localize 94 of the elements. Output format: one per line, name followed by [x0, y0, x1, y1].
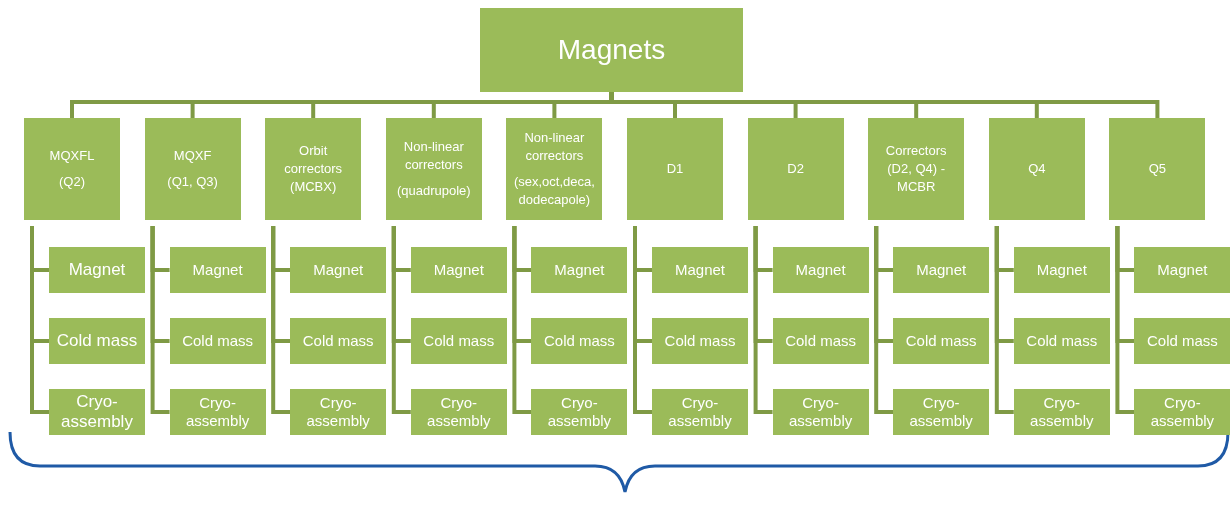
node-label: Cold mass: [1026, 332, 1098, 350]
item-box: [1013, 247, 1110, 293]
node-label: Non-linear correctors: [523, 129, 586, 165]
item-box: [49, 318, 145, 364]
node-label: Cold mass: [423, 332, 495, 350]
node-label: D1: [666, 160, 684, 178]
node-label: Cryo-assembly: [787, 394, 854, 430]
node-label: MQXFL: [49, 147, 95, 165]
item-box: [1134, 318, 1230, 364]
item-box: [652, 247, 748, 293]
item-box: [49, 389, 145, 435]
item-box: [290, 318, 387, 364]
node-label: Orbit correctors (MCBX): [283, 142, 344, 196]
node-label: Cold mass: [302, 332, 374, 350]
node-label: Correctors (D2, Q4) - MCBR: [884, 142, 948, 196]
node-label: Magnets: [557, 33, 666, 67]
node-label: D2: [787, 160, 804, 178]
node-label: (quadrupole): [396, 182, 471, 200]
item-box: [531, 389, 628, 435]
connector-line: [391, 226, 411, 414]
category-box: [747, 118, 844, 220]
item-box: [410, 247, 507, 293]
node-label: Cryo-assembly: [305, 394, 371, 430]
node-label: (sex,oct,deca, dodecapole): [512, 173, 596, 209]
node-label: Cold mass: [56, 331, 138, 351]
node-label: Magnet: [68, 260, 126, 280]
node-label: Magnet: [192, 261, 243, 279]
category-box: [868, 118, 965, 220]
node-label: (Q1, Q3): [167, 173, 218, 191]
node-label: Cold mass: [182, 332, 253, 350]
item-box: [169, 247, 266, 293]
node-label: Cold mass: [785, 332, 856, 350]
node-label: Cryo-assembly: [426, 394, 492, 430]
item-box: [169, 389, 266, 435]
item-box: [772, 318, 869, 364]
node-label: Magnet: [674, 261, 725, 279]
item-box: [893, 247, 990, 293]
node-label: Q5: [1148, 160, 1167, 178]
node-label: Cryo-assembly: [546, 394, 613, 430]
node-label: Magnet: [433, 261, 484, 279]
node-label: Non-linear correctors: [402, 138, 465, 174]
item-box: [1134, 389, 1230, 435]
node-label: (Q2): [59, 173, 85, 191]
category-box: [1109, 118, 1206, 220]
item-box: [893, 389, 990, 435]
connector-line: [753, 226, 773, 414]
item-box: [652, 318, 748, 364]
node-label: Cryo-assembly: [908, 394, 974, 430]
node-label: Cryo-assembly: [1029, 394, 1095, 430]
item-box: [531, 247, 628, 293]
item-box: [290, 247, 387, 293]
node-label: MQXF: [173, 147, 212, 165]
item-box: [1134, 247, 1230, 293]
node-label: Cold mass: [543, 332, 615, 350]
root-box: [480, 8, 743, 92]
node-label: Cryo-assembly: [60, 392, 134, 432]
connector-line: [150, 226, 170, 414]
node-label: Magnet: [554, 261, 605, 279]
node-label: Cryo-assembly: [1149, 394, 1216, 430]
node-label: Cold mass: [664, 332, 736, 350]
category-box: [385, 118, 482, 220]
connector-line: [874, 226, 894, 414]
category-box: [627, 118, 723, 220]
node-label: Magnet: [795, 261, 846, 279]
node-label: Cold mass: [1146, 332, 1218, 350]
category-box: [265, 118, 362, 220]
item-box: [531, 318, 628, 364]
connector-line: [271, 226, 291, 414]
category-box: [506, 118, 603, 220]
item-box: [772, 389, 869, 435]
category-box: [24, 118, 120, 220]
item-box: [49, 247, 145, 293]
category-box: [144, 118, 241, 220]
item-box: [652, 389, 748, 435]
node-label: Cryo-assembly: [667, 394, 733, 430]
item-box: [772, 247, 869, 293]
item-box: [169, 318, 266, 364]
connector-line: [512, 226, 532, 414]
item-box: [1013, 318, 1110, 364]
node-label: Magnet: [916, 261, 967, 279]
node-label: Q4: [1028, 160, 1046, 178]
connector-line: [994, 226, 1014, 414]
node-label: Cryo-assembly: [184, 394, 251, 430]
node-label: Magnet: [1036, 261, 1087, 279]
category-box: [988, 118, 1085, 220]
node-label: Cold mass: [905, 332, 977, 350]
item-box: [1013, 389, 1110, 435]
connector-line: [1115, 226, 1135, 414]
item-box: [410, 318, 507, 364]
item-box: [290, 389, 387, 435]
item-box: [410, 389, 507, 435]
node-label: Magnet: [1157, 261, 1208, 279]
node-label: Magnet: [313, 261, 364, 279]
item-box: [893, 318, 990, 364]
